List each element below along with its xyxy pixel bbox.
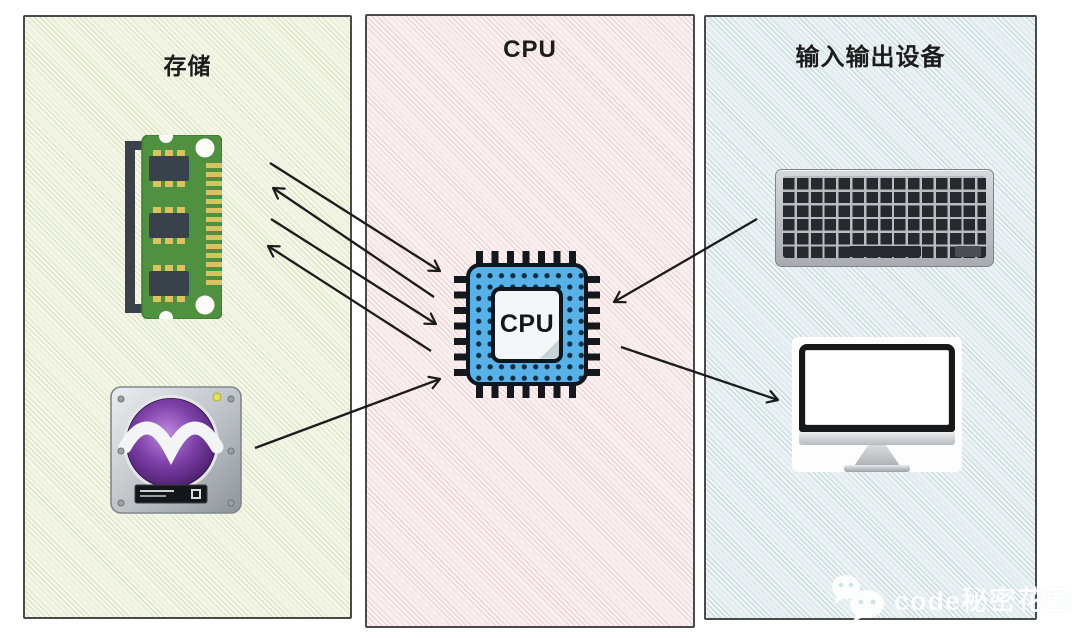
- keyboard-arrow-keys: [955, 246, 981, 257]
- cpu-pins-left: [454, 273, 467, 376]
- hard-drive-icon: [107, 385, 245, 517]
- monitor-base: [844, 465, 910, 472]
- monitor-icon: [792, 337, 962, 472]
- monitor-bezel: [799, 344, 955, 432]
- keyboard-spacebar: [848, 246, 921, 257]
- keyboard-icon: [775, 169, 994, 267]
- cpu-chip-label: CPU: [499, 310, 555, 338]
- io-panel-title: 输入输出设备: [795, 44, 946, 71]
- ram-module-icon: [122, 129, 223, 325]
- hard-drive-graphic: [110, 386, 242, 514]
- keyboard-keys: [783, 176, 986, 258]
- io-panel: 输入输出设备 c: [704, 15, 1072, 623]
- cpu-pins-right: [587, 273, 600, 376]
- cpu-panel: CPU CPU: [365, 14, 695, 628]
- cpu-chip-icon: CPU: [452, 249, 602, 400]
- cpu-pins-top: [476, 251, 578, 264]
- monitor-screen: [805, 350, 949, 425]
- storage-panel: 存储: [23, 15, 352, 619]
- cpu-chip-label-box: CPU: [491, 286, 563, 363]
- cpu-pins-bottom: [476, 385, 578, 398]
- cpu-panel-title: CPU: [503, 36, 557, 63]
- monitor-chin: [799, 432, 955, 445]
- watermark-text: code秘密花园: [894, 585, 1074, 616]
- cpu-chip-folded-corner: [540, 339, 559, 359]
- monitor-stand: [854, 445, 900, 466]
- wechat-icon: [832, 575, 884, 623]
- ram-module-graphic: [125, 129, 223, 325]
- watermark: code秘密花园: [830, 573, 1073, 623]
- storage-panel-title: 存储: [163, 53, 212, 79]
